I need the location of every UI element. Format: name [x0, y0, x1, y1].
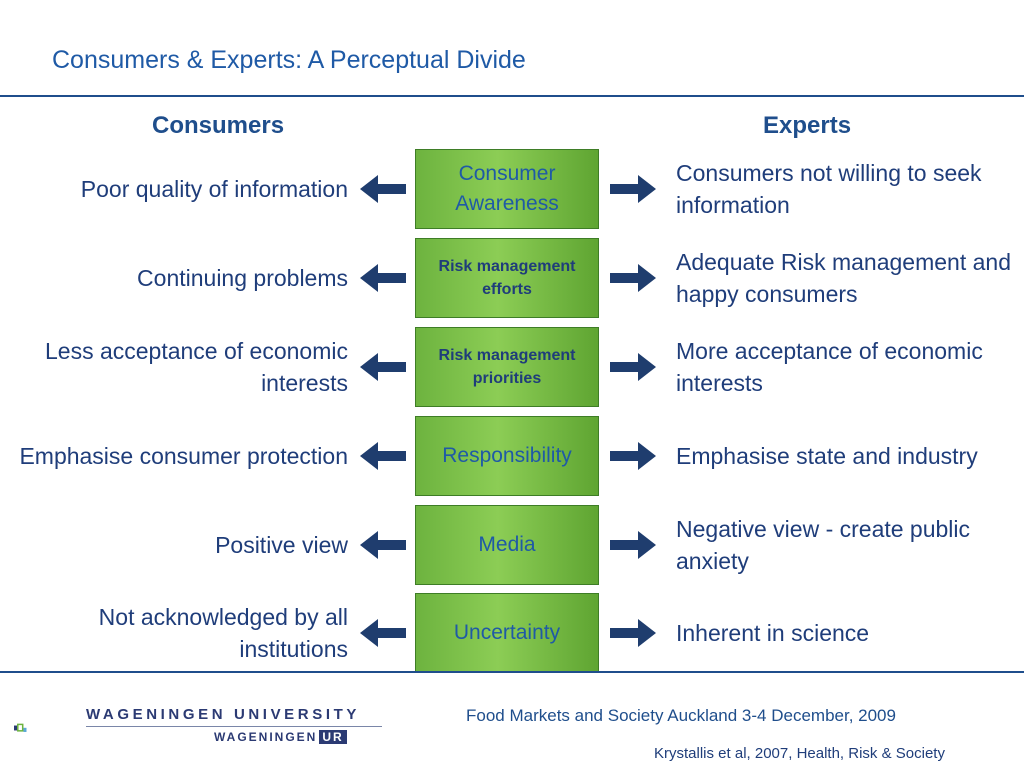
expert-view: More acceptance of economic interests	[676, 338, 983, 396]
expert-view: Inherent in science	[676, 620, 870, 646]
top-divider	[0, 95, 1024, 97]
divide-row-efforts: Continuing problems Risk management effo…	[0, 238, 1024, 318]
expert-view: Negative view - create public anxiety	[676, 516, 971, 574]
consumer-view: Positive view	[215, 532, 348, 558]
topic-box-consumer-awareness: Consumer Awareness	[415, 149, 599, 229]
consumers-header: Consumers	[152, 112, 285, 139]
consumer-view: Poor quality of information	[80, 176, 348, 202]
university-name: WAGENINGEN UNIVERSITY	[86, 706, 360, 723]
topic-box-risk-management-priorities: Risk management priorities	[415, 327, 599, 407]
expert-view: Consumers not willing to seek informatio…	[676, 160, 982, 218]
wageningen-logo-icon	[14, 723, 27, 732]
expert-view: Emphasise state and industry	[676, 443, 978, 469]
divide-row-priorities: Less acceptance of economic interests Ri…	[0, 327, 1024, 407]
consumer-view: Emphasise consumer protection	[19, 443, 348, 469]
subname-text: WAGENINGEN	[214, 730, 318, 744]
topic-box-responsibility: Responsibility	[415, 416, 599, 496]
ur-badge: UR	[319, 730, 347, 744]
divide-row-media: Positive view Media Negative view - crea…	[0, 505, 1024, 585]
citation-text: Krystallis et al, 2007, Health, Risk & S…	[654, 745, 945, 762]
consumer-view: Not acknowledged by all institutions	[98, 604, 348, 662]
bottom-divider	[0, 671, 1024, 673]
right-arrow-icon	[610, 619, 656, 647]
topic-box-media: Media	[415, 505, 599, 585]
consumer-view: Less acceptance of economic interests	[44, 338, 348, 396]
right-arrow-icon	[610, 531, 656, 559]
right-arrow-icon	[610, 442, 656, 470]
right-arrow-icon	[610, 353, 656, 381]
conference-text: Food Markets and Society Auckland 3-4 De…	[466, 706, 896, 725]
logo-divider	[86, 726, 382, 727]
left-arrow-icon	[360, 442, 406, 470]
consumer-view: Continuing problems	[137, 265, 348, 291]
right-arrow-icon	[610, 175, 656, 203]
right-arrow-icon	[610, 264, 656, 292]
topic-box-uncertainty: Uncertainty	[415, 593, 599, 673]
divide-row-awareness: Poor quality of information Consumer Awa…	[0, 149, 1024, 229]
left-arrow-icon	[360, 619, 406, 647]
topic-box-risk-management-efforts: Risk management efforts	[415, 238, 599, 318]
divide-row-responsibility: Emphasise consumer protection Responsibi…	[0, 416, 1024, 496]
left-arrow-icon	[360, 353, 406, 381]
expert-view: Adequate Risk management and happy consu…	[676, 249, 1011, 307]
slide-title: Consumers & Experts: A Perceptual Divide	[52, 46, 526, 74]
left-arrow-icon	[360, 531, 406, 559]
left-arrow-icon	[360, 264, 406, 292]
experts-header: Experts	[763, 112, 852, 139]
divide-row-uncertainty: Not acknowledged by all institutions Unc…	[0, 593, 1024, 673]
left-arrow-icon	[360, 175, 406, 203]
